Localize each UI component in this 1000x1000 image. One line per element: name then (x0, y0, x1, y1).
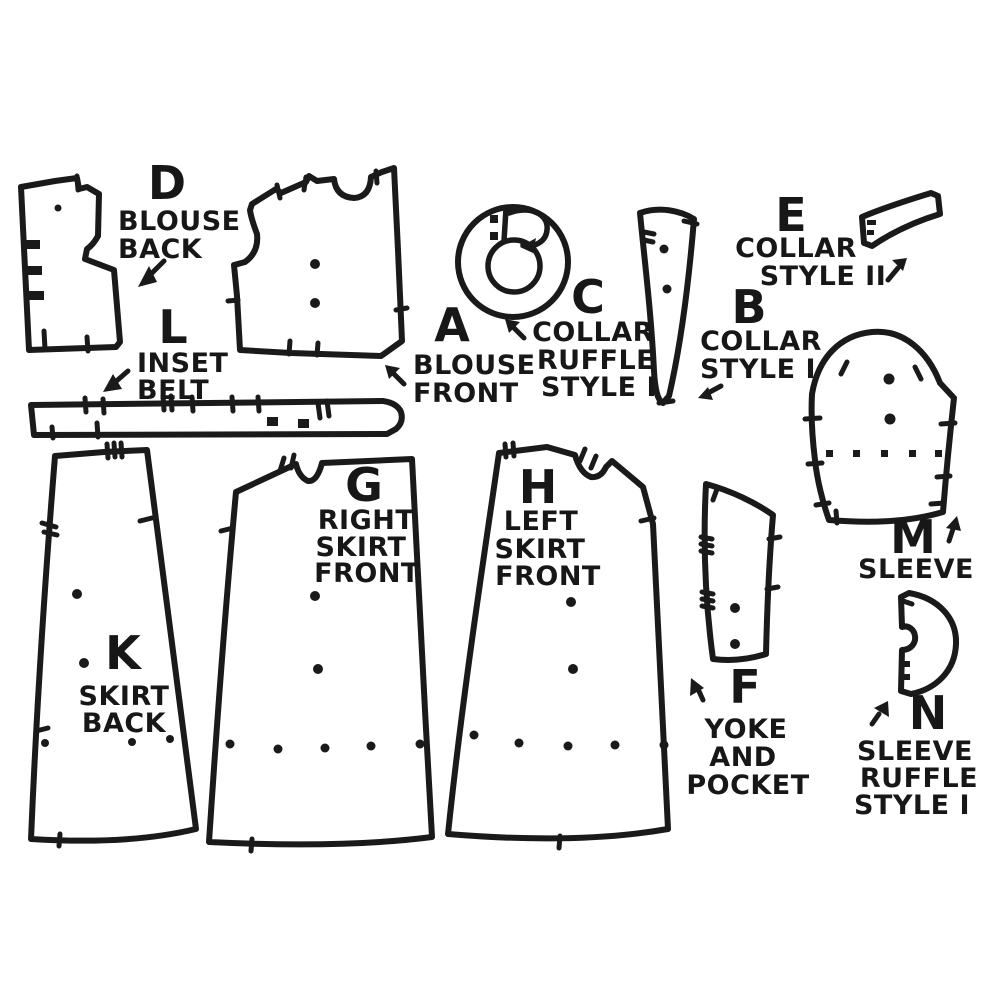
piece-name-line: RIGHT (318, 505, 415, 536)
label-inset-belt: L INSET BELT (137, 300, 229, 406)
piece-name-line: LEFT (504, 506, 579, 537)
piece-name-line: STYLE I (541, 372, 657, 403)
piece-name-line: SLEEVE (858, 554, 974, 585)
piece-name-line: RUFFLE (537, 345, 655, 376)
notch-marks (698, 486, 783, 649)
label-sleeve-ruffle: N SLEEVE RUFFLE STYLE I (854, 686, 978, 821)
piece-letter: F (729, 660, 760, 714)
piece-right-skirt-front (206, 452, 435, 854)
notch-marks (21, 173, 91, 354)
piece-letter: L (158, 300, 187, 354)
piece-name-line: FRONT (314, 558, 420, 589)
notch-marks (33, 440, 174, 849)
arrow-to-inset-belt (103, 368, 131, 392)
arrow-to-collar-style-2 (885, 258, 907, 283)
label-yoke-and-pocket: F YOKE AND POCKET (686, 660, 809, 801)
piece-collar-style-1 (637, 206, 700, 406)
notch-marks (867, 220, 876, 235)
piece-left-skirt-front (445, 440, 671, 851)
piece-name-line: SLEEVE (857, 736, 973, 767)
piece-name-line: BLOUSE (118, 206, 241, 237)
piece-letter: A (434, 298, 470, 352)
label-left-skirt-front: H LEFT SKIRT FRONT (495, 460, 601, 592)
piece-name-line: COLLAR (735, 233, 857, 264)
arrow-to-blouse-front (385, 365, 407, 387)
piece-name-line: RUFFLE (860, 763, 978, 794)
piece-name-line: POCKET (686, 770, 809, 801)
piece-name-line: STYLE I (854, 790, 970, 821)
piece-letter: D (148, 156, 186, 210)
piece-name-line: AND (709, 742, 776, 773)
notch-marks (490, 215, 498, 240)
piece-blouse-back (18, 173, 123, 354)
piece-name-line: STYLE I (700, 354, 816, 385)
label-collar-ruffle: C COLLAR RUFFLE STYLE I (532, 270, 657, 403)
piece-letter: N (909, 686, 948, 740)
piece-name-line: SKIRT (495, 534, 586, 565)
label-collar-style-2: E COLLAR STYLE II (735, 188, 886, 292)
pointer-arrows (103, 258, 961, 727)
arrow-to-collar-style-1 (698, 383, 724, 400)
piece-name-line: SKIRT (79, 681, 170, 712)
label-skirt-back: K SKIRT BACK (79, 626, 170, 739)
piece-blouse-front (225, 165, 410, 359)
piece-letter: G (345, 458, 383, 512)
piece-inset-belt (28, 393, 405, 441)
label-collar-style-1: B COLLAR STYLE I (700, 280, 822, 385)
piece-name-line: COLLAR (532, 317, 654, 348)
piece-name-line: INSET (137, 348, 229, 379)
piece-name-line: FRONT (413, 378, 519, 409)
piece-name-line: BACK (118, 234, 203, 265)
grain-arrowhead (520, 238, 536, 253)
notch-marks (225, 168, 410, 358)
arrow-to-sleeve (946, 516, 961, 544)
piece-letter: B (731, 280, 766, 334)
arrow-to-yoke-and-pocket (690, 678, 706, 703)
piece-letter: H (519, 460, 558, 514)
notch-marks (218, 452, 425, 854)
piece-letter: E (775, 188, 806, 242)
piece-name-line: BACK (82, 708, 167, 739)
piece-name-line: COLLAR (700, 326, 822, 357)
notch-marks (802, 359, 958, 526)
notch-marks (900, 598, 915, 680)
piece-letter: K (105, 626, 143, 680)
label-blouse-back: D BLOUSE BACK (118, 156, 241, 265)
piece-name-line: STYLE II (760, 261, 887, 292)
piece-collar-style-2 (859, 190, 943, 249)
piece-yoke-and-pocket (698, 481, 783, 663)
piece-name-line: YOKE (704, 714, 788, 745)
notch-marks (469, 440, 669, 851)
arrow-to-blouse-back (138, 258, 167, 287)
label-blouse-front: A BLOUSE FRONT (413, 298, 536, 409)
piece-collar-ruffle (455, 204, 571, 320)
notch-marks (49, 393, 332, 441)
piece-letter: M (890, 510, 936, 564)
arrow-to-sleeve-ruffle (869, 701, 889, 727)
piece-letter: C (571, 270, 605, 324)
piece-name-line: SKIRT (316, 532, 407, 563)
notch-marks (641, 218, 700, 406)
piece-name-line: BELT (137, 375, 209, 406)
piece-sleeve (802, 328, 958, 526)
piece-name-line: FRONT (495, 561, 601, 592)
arrow-to-collar-ruffle (505, 319, 527, 341)
piece-skirt-back (28, 440, 199, 849)
label-sleeve: M SLEEVE (858, 510, 974, 585)
piece-name-line: BLOUSE (413, 350, 536, 381)
piece-sleeve-ruffle (898, 590, 960, 697)
labels: D BLOUSE BACK L INSET BELT A BLOUSE FRON… (79, 156, 978, 821)
label-right-skirt-front: G RIGHT SKIRT FRONT (314, 458, 420, 589)
